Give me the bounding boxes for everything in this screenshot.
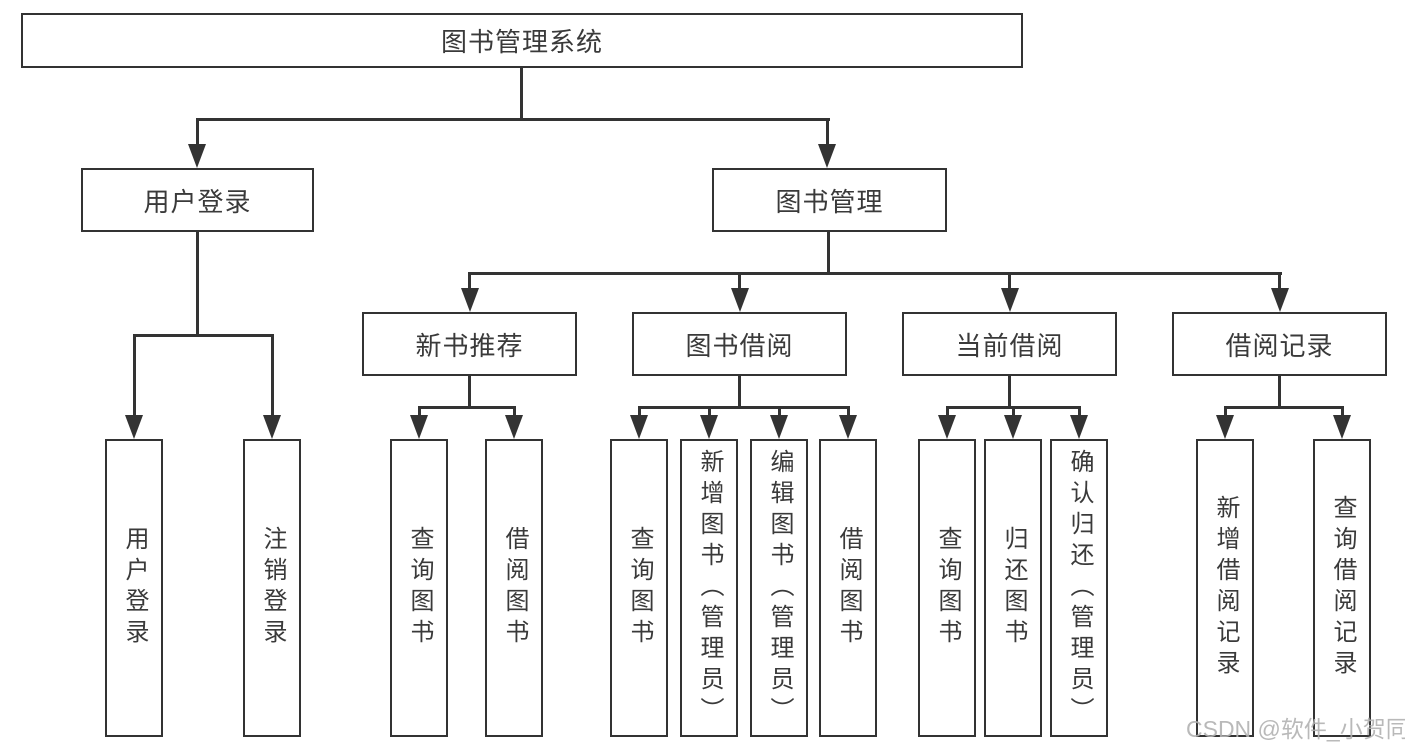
arrow-down-icon — [770, 415, 788, 439]
connector-line — [197, 118, 830, 121]
connector-line — [738, 376, 741, 408]
arrow-down-icon — [1001, 288, 1019, 312]
leaf-confirm-return-admin: 确认归还（管理员） — [1050, 439, 1108, 737]
connector-line — [469, 272, 1282, 275]
arrow-down-icon — [461, 288, 479, 312]
arrow-down-icon — [263, 415, 281, 439]
node-label: 图书借阅 — [685, 330, 794, 361]
arrow-down-icon — [188, 144, 206, 168]
arrow-down-icon — [1271, 288, 1289, 312]
connector-line — [196, 118, 199, 147]
node-label: 查询图书 — [406, 526, 433, 650]
node-label: 注销登录 — [259, 526, 286, 650]
connector-line — [133, 334, 136, 417]
arrow-down-icon — [1004, 415, 1022, 439]
node-label: 查询图书 — [626, 526, 653, 650]
connector-line — [513, 406, 516, 417]
connector-line — [826, 118, 829, 147]
node-label: 新书推荐 — [415, 330, 524, 361]
arrow-down-icon — [731, 288, 749, 312]
node-label: 新增借阅记录 — [1212, 495, 1239, 681]
node-label: 归还图书 — [1000, 526, 1027, 650]
arrow-down-icon — [938, 415, 956, 439]
node-label: 借阅图书 — [835, 526, 862, 650]
node-label: 用户登录 — [121, 526, 148, 650]
connector-line — [946, 406, 949, 417]
node-label: 当前借阅 — [955, 330, 1064, 361]
node-label: 借阅记录 — [1225, 330, 1334, 361]
connector-line — [1278, 272, 1281, 290]
connector-line — [418, 406, 421, 417]
connector-line — [1224, 406, 1344, 409]
connector-line — [468, 272, 471, 290]
leaf-borrow-books-recommend: 借阅图书 — [485, 439, 543, 737]
node-label: 新增图书（管理员） — [696, 448, 723, 728]
connector-line — [638, 406, 641, 417]
node-label: 图书管理 — [775, 186, 884, 217]
leaf-borrow-books: 借阅图书 — [819, 439, 877, 737]
node-new-book-recommendation: 新书推荐 — [362, 312, 577, 376]
connector-line — [1341, 406, 1344, 417]
leaf-add-books-admin: 新增图书（管理员） — [680, 439, 738, 737]
leaf-query-books-recommend: 查询图书 — [390, 439, 448, 737]
leaf-logout: 注销登录 — [243, 439, 301, 737]
connector-line — [418, 406, 516, 409]
leaf-query-books-current: 查询图书 — [918, 439, 976, 737]
node-label: 图书管理系统 — [440, 27, 603, 57]
connector-line — [708, 406, 711, 417]
connector-line — [1078, 406, 1081, 417]
node-label: 查询借阅记录 — [1329, 495, 1356, 681]
arrow-down-icon — [505, 415, 523, 439]
arrow-down-icon — [630, 415, 648, 439]
connector-line — [1012, 406, 1015, 417]
connector-line — [1008, 272, 1011, 290]
leaf-return-books: 归还图书 — [984, 439, 1042, 737]
leaf-edit-books-admin: 编辑图书（管理员） — [750, 439, 808, 737]
leaf-user-login: 用户登录 — [105, 439, 163, 737]
connector-line — [468, 376, 471, 408]
leaf-add-borrow-record: 新增借阅记录 — [1196, 439, 1254, 737]
connector-line — [638, 406, 850, 409]
arrow-down-icon — [1070, 415, 1088, 439]
node-label: 查询图书 — [934, 526, 961, 650]
connector-line — [1278, 376, 1281, 408]
connector-line — [196, 232, 199, 337]
node-library-management-system: 图书管理系统 — [21, 13, 1023, 68]
arrow-down-icon — [818, 144, 836, 168]
node-current-borrowing: 当前借阅 — [902, 312, 1117, 376]
node-book-borrowing: 图书借阅 — [632, 312, 847, 376]
arrow-down-icon — [1333, 415, 1351, 439]
leaf-query-books-borrowing: 查询图书 — [610, 439, 668, 737]
node-label: 编辑图书（管理员） — [766, 448, 793, 728]
node-book-management: 图书管理 — [712, 168, 947, 232]
connector-line — [847, 406, 850, 417]
leaf-query-borrow-record: 查询借阅记录 — [1313, 439, 1371, 737]
connector-line — [738, 272, 741, 290]
node-user-login: 用户登录 — [81, 168, 314, 232]
connector-line — [271, 334, 274, 417]
arrow-down-icon — [839, 415, 857, 439]
csdn-watermark: CSDN @软件_小贺同学 — [1186, 716, 1405, 742]
connector-line — [1008, 376, 1011, 408]
node-borrowing-records: 借阅记录 — [1172, 312, 1387, 376]
node-label: 借阅图书 — [501, 526, 528, 650]
connector-line — [1224, 406, 1227, 417]
arrow-down-icon — [700, 415, 718, 439]
arrow-down-icon — [410, 415, 428, 439]
arrow-down-icon — [1216, 415, 1234, 439]
connector-line — [827, 232, 830, 275]
connector-line — [520, 66, 523, 120]
node-label: 用户登录 — [143, 186, 252, 217]
node-label: 确认归还（管理员） — [1066, 448, 1093, 728]
connector-line — [778, 406, 781, 417]
arrow-down-icon — [125, 415, 143, 439]
connector-line — [133, 334, 274, 337]
